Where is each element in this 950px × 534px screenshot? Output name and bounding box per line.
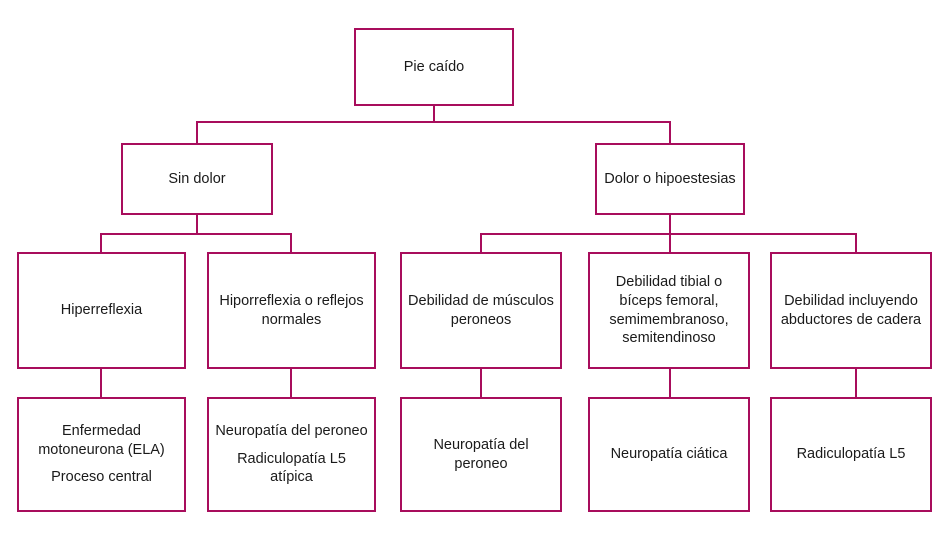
node-enfermedad-motoneurona-line2: Proceso central [51, 469, 152, 486]
node-neuropatia-peroneo-label: Neuropatía del peroneo [433, 436, 529, 472]
connector-dolor-stem [669, 214, 671, 233]
connector-to-peroneos [480, 233, 482, 253]
node-debilidad-abductores-label: Debilidad incluyendo abductores de cader… [780, 292, 922, 328]
node-debilidad-tibial[interactable]: Debilidad tibial o bíceps femoral, semim… [588, 252, 750, 369]
connector-abductores-to-radiculopatia [855, 368, 857, 398]
node-sin-dolor[interactable]: Sin dolor [121, 143, 273, 215]
node-neuropatia-peroneo-radiculopatia[interactable]: Neuropatía del peroneo Radiculopatía L5 … [207, 397, 376, 512]
node-debilidad-abductores[interactable]: Debilidad incluyendo abductores de cader… [770, 252, 932, 369]
node-neuropatia-ciatica-label: Neuropatía ciática [610, 446, 728, 463]
node-radiculopatia-l5-label: Radiculopatía L5 [796, 446, 906, 463]
connector-peroneos-to-neuropatia [480, 368, 482, 398]
node-enfermedad-motoneurona-line1: Enfermedad motoneurona (ELA) [38, 422, 165, 458]
connector-to-sin-dolor [196, 121, 198, 143]
node-neuropatia-peroneo[interactable]: Neuropatía del peroneo [400, 397, 562, 512]
node-hiperreflexia[interactable]: Hiperreflexia [17, 252, 186, 369]
connector-sin-dolor-bus [100, 233, 292, 235]
connector-root-bus [196, 121, 671, 123]
node-sin-dolor-label: Sin dolor [168, 170, 226, 187]
connector-tibial-to-ciatica [669, 368, 671, 398]
connector-to-hiperreflexia [100, 233, 102, 253]
node-debilidad-peroneos-label: Debilidad de músculos peroneos [408, 292, 554, 328]
connector-to-abductores [855, 233, 857, 253]
node-debilidad-tibial-label: Debilidad tibial o bíceps femoral, semim… [609, 273, 729, 347]
node-enfermedad-motoneurona[interactable]: Enfermedad motoneurona (ELA) Proceso cen… [17, 397, 186, 512]
connector-hiporreflexia-to-neuropatia [290, 368, 292, 398]
connector-root-stem [433, 105, 435, 122]
node-dolor-hipoestesias[interactable]: Dolor o hipoestesias [595, 143, 745, 215]
node-radiculopatia-l5[interactable]: Radiculopatía L5 [770, 397, 932, 512]
connector-to-hiporreflexia [290, 233, 292, 253]
connector-hiperreflexia-to-ela [100, 368, 102, 398]
node-debilidad-peroneos[interactable]: Debilidad de músculos peroneos [400, 252, 562, 369]
connector-sin-dolor-stem [196, 214, 198, 233]
connector-to-tibial [669, 233, 671, 253]
node-hiporreflexia-label: Hiporreflexia o reflejos normales [219, 292, 364, 328]
node-hiporreflexia[interactable]: Hiporreflexia o reflejos normales [207, 252, 376, 369]
connector-dolor-bus [480, 233, 857, 235]
node-pie-caido[interactable]: Pie caído [354, 28, 514, 106]
node-hiperreflexia-label: Hiperreflexia [60, 302, 143, 319]
node-dolor-hipoestesias-label: Dolor o hipoestesias [604, 170, 736, 187]
node-neuropatia-peroneo-line1: Neuropatía del peroneo [215, 422, 368, 439]
node-radiculopatia-atipica-line2: Radiculopatía L5 atípica [237, 450, 346, 486]
node-neuropatia-ciatica[interactable]: Neuropatía ciática [588, 397, 750, 512]
node-pie-caido-label: Pie caído [403, 58, 465, 75]
connector-to-dolor [669, 121, 671, 143]
